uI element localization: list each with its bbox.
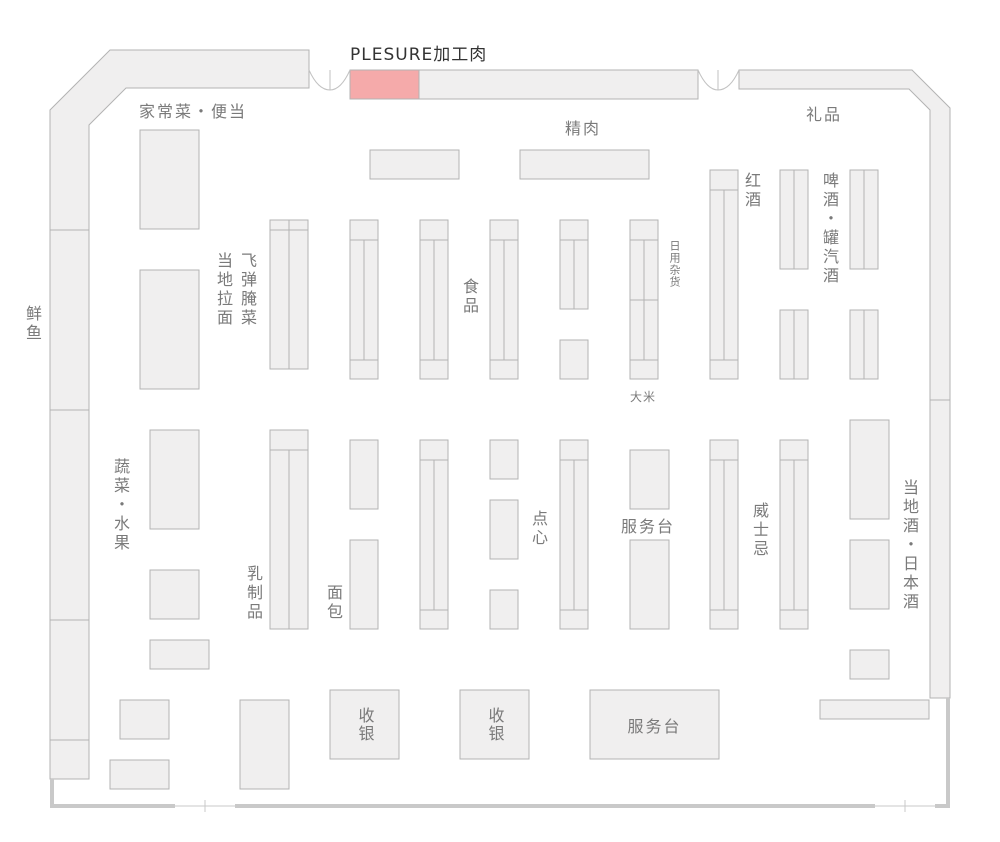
plesure-label: PLESURE加工肉 bbox=[350, 45, 488, 65]
wall-left-2 bbox=[49, 229, 90, 411]
wall-left-3 bbox=[49, 409, 90, 621]
meat-case bbox=[519, 149, 650, 180]
door-arc bbox=[308, 69, 331, 91]
section-red-wine: 红酒 bbox=[742, 172, 761, 210]
shelf bbox=[849, 419, 890, 520]
service-counter bbox=[629, 449, 670, 510]
section-local-noodles: 当地拉面 bbox=[214, 252, 233, 328]
wall-top-left bbox=[49, 49, 310, 231]
door-arc bbox=[697, 69, 719, 91]
checkout-counter bbox=[459, 689, 530, 760]
shelf bbox=[149, 639, 210, 670]
gondola bbox=[489, 439, 519, 480]
shelf bbox=[239, 699, 290, 790]
section-daily-goods: 日用杂货 bbox=[668, 240, 681, 288]
section-local-sake: 当地酒・日本酒 bbox=[900, 479, 919, 612]
checkout-counter bbox=[329, 689, 400, 760]
shelf bbox=[849, 539, 890, 610]
section-snacks: 点心 bbox=[529, 510, 548, 548]
shelf bbox=[119, 699, 170, 740]
section-fresh-fish: 鲜鱼 bbox=[23, 305, 42, 343]
door-arc bbox=[717, 69, 740, 91]
service-counter bbox=[629, 539, 670, 630]
gondola bbox=[349, 539, 379, 630]
gondola bbox=[489, 589, 519, 630]
section-food: 食品 bbox=[460, 278, 479, 316]
service-desk-counter bbox=[589, 689, 720, 760]
door-arc bbox=[329, 69, 351, 91]
plesure-processed-meat-area bbox=[349, 69, 420, 100]
section-home-dish: 家常菜・便当 bbox=[139, 102, 248, 121]
checkout-1-label: 收银 bbox=[355, 706, 375, 743]
wall-top-right bbox=[738, 69, 951, 401]
section-vegetables-fruit: 蔬菜・水果 bbox=[111, 458, 130, 553]
shelf bbox=[149, 429, 200, 530]
shelf bbox=[149, 569, 200, 620]
shelf bbox=[139, 269, 200, 390]
wall-left-4 bbox=[49, 619, 90, 741]
checkout-2-label: 收银 bbox=[485, 706, 505, 743]
section-bread: 面包 bbox=[324, 584, 343, 622]
service-desk-bottom-label: 服务台 bbox=[627, 716, 682, 736]
section-dairy: 乳制品 bbox=[244, 565, 263, 622]
section-beer-soda: 啤酒・罐汽酒 bbox=[820, 172, 839, 286]
shelf bbox=[139, 129, 200, 230]
gondola bbox=[349, 439, 379, 510]
shelf bbox=[849, 649, 890, 680]
wall-left-5 bbox=[49, 739, 90, 780]
meat-case bbox=[369, 149, 460, 180]
section-rice: 大米 bbox=[630, 390, 657, 404]
shelf bbox=[819, 699, 930, 720]
section-whisky: 威士忌 bbox=[750, 502, 769, 559]
section-fine-meat: 精肉 bbox=[565, 119, 602, 138]
section-service-desk-middle: 服务台 bbox=[621, 517, 676, 536]
section-feidan-pickles: 飞弹腌菜 bbox=[238, 252, 257, 328]
gondola bbox=[559, 339, 589, 380]
section-gifts: 礼品 bbox=[806, 105, 843, 124]
shelf bbox=[109, 759, 170, 790]
wall-right-2 bbox=[929, 399, 951, 699]
gondola bbox=[489, 499, 519, 560]
